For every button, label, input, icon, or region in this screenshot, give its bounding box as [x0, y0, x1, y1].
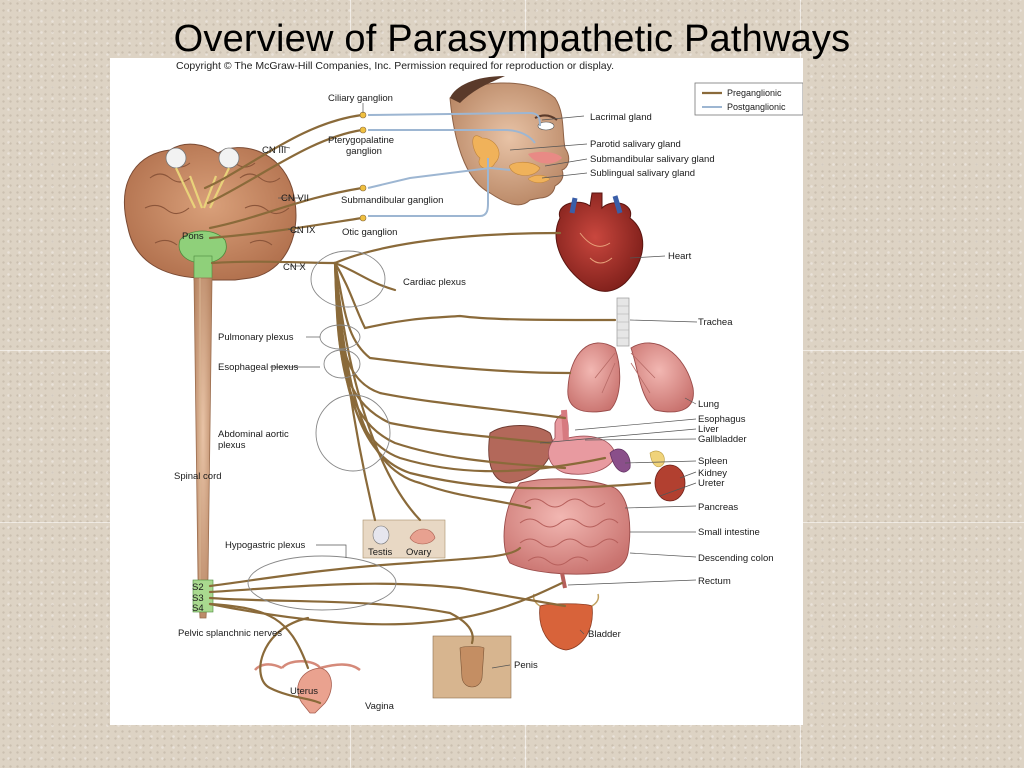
pons-region — [178, 230, 227, 264]
slide-title: Overview of Parasympathetic Pathways — [173, 18, 851, 60]
label-pancreas: Pancreas — [698, 502, 738, 513]
label-heart: Heart — [668, 251, 692, 262]
label-abdominal-aortic-1: Abdominal aortic — [218, 429, 289, 440]
kidney-shape — [654, 464, 686, 502]
submandibular-gland — [509, 161, 541, 176]
label-rectum: Rectum — [698, 576, 731, 587]
spleen-shape — [609, 448, 631, 473]
uterus-illustration — [254, 660, 361, 714]
label-ureter: Ureter — [698, 478, 724, 489]
label-esophageal-plexus: Esophageal plexus — [218, 362, 299, 373]
label-kidney: Kidney — [698, 468, 727, 479]
label-ovary: Ovary — [406, 547, 432, 558]
label-s3: S3 — [192, 593, 204, 604]
label-parotid-gland: Parotid salivary gland — [590, 139, 681, 150]
label-esophagus: Esophagus — [698, 414, 746, 425]
leader-lines — [270, 103, 698, 669]
testis-ovary-illustration — [362, 519, 446, 559]
label-lung: Lung — [698, 399, 719, 410]
legend-preganglionic: Preganglionic — [727, 88, 782, 98]
intestine-shape — [503, 478, 631, 575]
label-submandibular-gland: Submandibular salivary gland — [590, 154, 715, 165]
label-s4: S4 — [192, 603, 204, 614]
bladder-illustration — [532, 593, 600, 651]
label-trachea: Trachea — [698, 317, 733, 328]
label-cn7: CN VII — [281, 193, 309, 204]
parasympathetic-diagram: Preganglionic Postganglionic Pons — [123, 76, 803, 714]
diagram-figure: Preganglionic Postganglionic Pons — [110, 58, 803, 725]
label-uterus: Uterus — [290, 686, 318, 697]
diagram-labels: Ciliary ganglion CN III Pterygopalatine … — [174, 93, 774, 712]
sacral-segments — [192, 579, 214, 613]
label-sublingual-gland: Sublingual salivary gland — [590, 168, 695, 179]
label-bladder: Bladder — [588, 629, 621, 640]
label-pterygopalatine-1: Pterygopalatine — [328, 135, 394, 146]
otic-ganglion-marker — [359, 214, 367, 222]
left-eye-icon — [165, 147, 187, 169]
adrenal-shape — [649, 450, 665, 468]
right-eye-icon — [218, 147, 240, 169]
label-pterygopalatine-2: ganglion — [346, 146, 382, 157]
label-cn9: CN IX — [290, 225, 316, 236]
abdominal-aortic-plexus-outline — [315, 394, 391, 472]
label-cn3: CN III — [262, 145, 286, 156]
label-lacrimal-gland: Lacrimal gland — [590, 112, 652, 123]
hypogastric-plexus-outline — [247, 555, 397, 611]
label-spinal-cord: Spinal cord — [174, 471, 222, 482]
esophageal-plexus-outline — [323, 349, 361, 379]
label-vagina: Vagina — [365, 701, 395, 712]
label-otic-ganglion: Otic ganglion — [342, 227, 397, 238]
ganglia — [359, 111, 367, 222]
label-abdominal-aortic-2: plexus — [218, 440, 246, 451]
label-pelvic-splanchnic-nerves: Pelvic splanchnic nerves — [178, 628, 282, 639]
label-pulmonary-plexus: Pulmonary plexus — [218, 332, 294, 343]
submandibular-ganglion-marker — [359, 184, 367, 192]
sublingual-gland — [527, 175, 551, 183]
abdominal-organs-illustration — [488, 409, 686, 589]
label-hypogastric-plexus: Hypogastric plexus — [225, 540, 306, 551]
label-gallbladder: Gallbladder — [698, 434, 747, 445]
label-cn10: CN X — [283, 262, 306, 273]
label-small-intestine: Small intestine — [698, 527, 760, 538]
heart-illustration — [555, 192, 644, 292]
copyright-notice: Copyright © The McGraw-Hill Companies, I… — [176, 60, 615, 72]
legend: Preganglionic Postganglionic — [694, 82, 803, 116]
label-ciliary-ganglion: Ciliary ganglion — [328, 93, 393, 104]
face-illustration — [449, 76, 570, 206]
legend-postganglionic: Postganglionic — [727, 102, 786, 112]
postganglionic-nerves — [367, 111, 541, 217]
pterygopalatine-ganglion-marker — [359, 126, 367, 134]
label-spleen: Spleen — [698, 456, 728, 467]
cardiac-plexus-outline — [310, 250, 386, 308]
pons-label: Pons — [182, 231, 204, 242]
label-submandibular-ganglion: Submandibular ganglion — [341, 195, 443, 206]
spinal-cord — [192, 277, 214, 619]
preganglionic-nerves — [203, 113, 652, 705]
label-descending-colon: Descending colon — [698, 553, 774, 564]
label-cardiac-plexus: Cardiac plexus — [403, 277, 466, 288]
label-penis: Penis — [514, 660, 538, 671]
label-s2: S2 — [192, 582, 204, 593]
lungs-illustration — [567, 297, 694, 413]
liver-shape — [488, 425, 554, 484]
label-testis: Testis — [368, 547, 393, 558]
label-liver: Liver — [698, 424, 719, 435]
